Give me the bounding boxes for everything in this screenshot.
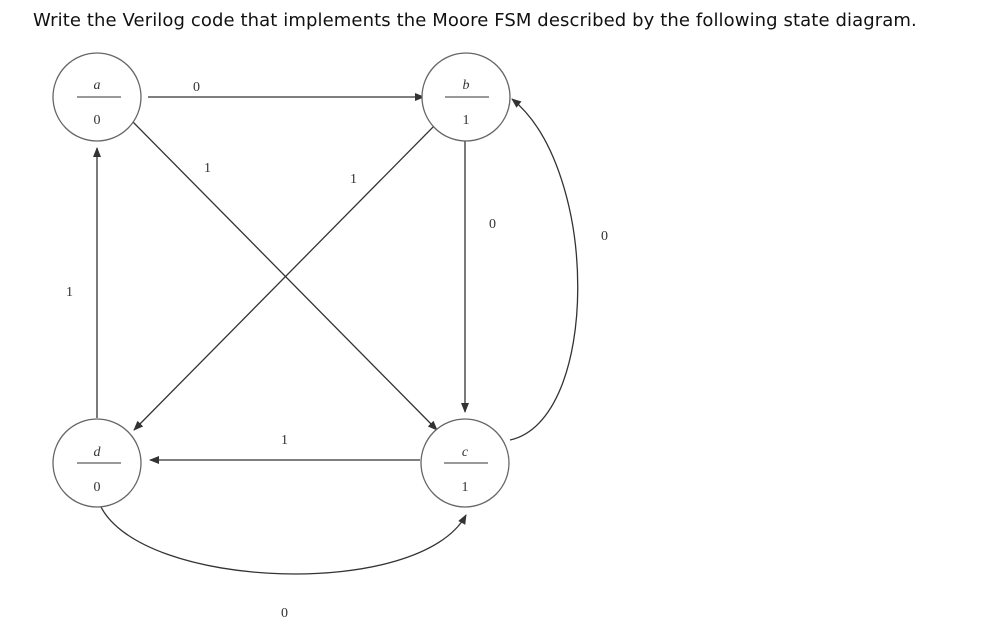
state-c-output: 1 bbox=[462, 480, 469, 495]
transition-b-d-label: 1 bbox=[350, 172, 357, 187]
question-text: Write the Verilog code that implements t… bbox=[33, 10, 917, 31]
state-b-name: b bbox=[463, 78, 470, 93]
state-a-name: a bbox=[94, 78, 101, 93]
transition-c-b-label: 0 bbox=[601, 229, 608, 244]
state-b: b 1 bbox=[421, 52, 511, 142]
transition-c-d-label: 1 bbox=[281, 433, 288, 448]
transition-d-a-label: 1 bbox=[66, 285, 73, 300]
transition-a-b-label: 0 bbox=[193, 80, 200, 95]
transition-b-c-label: 0 bbox=[489, 217, 496, 232]
transitions: 0 1 1 0 0 1 1 0 bbox=[66, 80, 608, 621]
transition-a-c bbox=[132, 121, 438, 431]
state-a: a 0 bbox=[52, 52, 142, 142]
state-c: c 1 bbox=[420, 418, 510, 508]
state-b-output: 1 bbox=[463, 113, 470, 128]
transition-a-c-label: 1 bbox=[204, 161, 211, 176]
state-c-name: c bbox=[462, 445, 469, 460]
transition-d-c-label: 0 bbox=[281, 606, 288, 621]
state-a-output: 0 bbox=[94, 113, 101, 128]
state-d-name: d bbox=[94, 445, 102, 460]
transition-d-c bbox=[99, 504, 467, 575]
state-d-output: 0 bbox=[94, 480, 101, 495]
state-d: d 0 bbox=[52, 418, 142, 508]
transition-b-d bbox=[133, 121, 439, 431]
transition-c-b bbox=[509, 98, 579, 441]
